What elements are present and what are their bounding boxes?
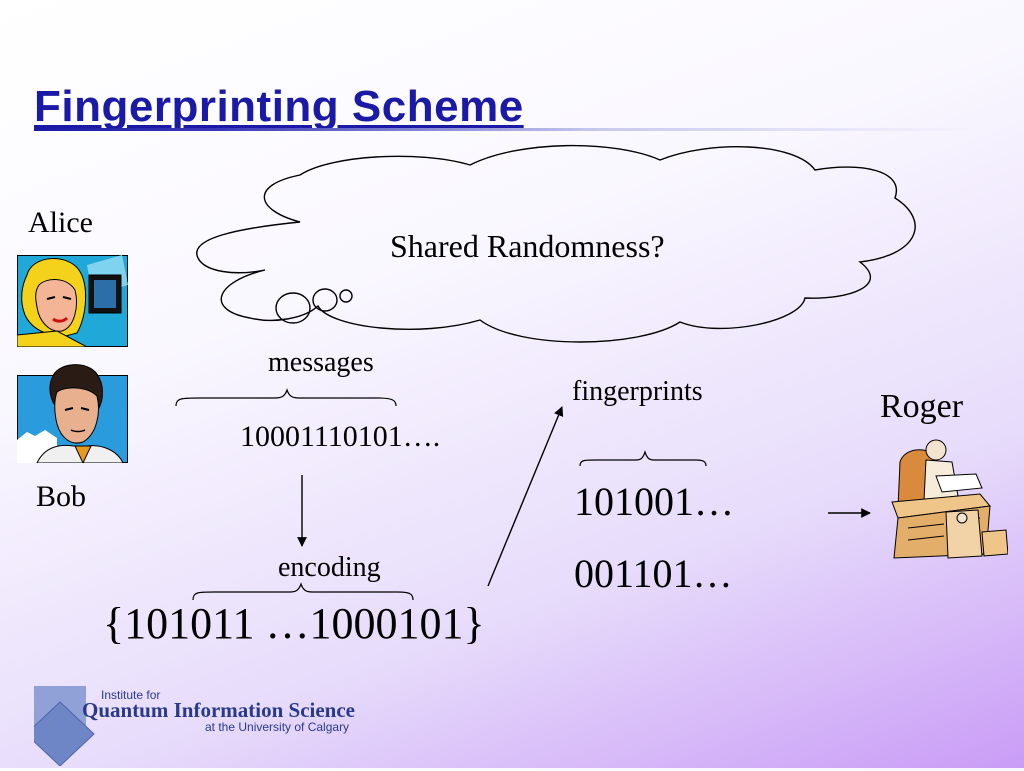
alice-label: Alice xyxy=(28,206,93,239)
roger-label: Roger xyxy=(880,388,964,425)
page-title: Fingerprinting Scheme xyxy=(34,82,524,131)
bob-clipart xyxy=(17,360,128,465)
title-rule xyxy=(34,128,979,131)
institute-logo xyxy=(25,686,104,767)
bob-label: Bob xyxy=(36,480,87,513)
roger-clipart xyxy=(886,436,1009,560)
messages-label: messages xyxy=(268,347,374,378)
fingerprints-label: fingerprints xyxy=(572,376,703,407)
logo-line-2: Quantum Information Science xyxy=(82,698,355,722)
encoding-label: encoding xyxy=(278,552,381,583)
logo-line-3: at the University of Calgary xyxy=(205,720,350,734)
encoded-set: {101011 …1000101} xyxy=(103,599,485,648)
logo-line-1: Institute for xyxy=(101,688,161,702)
fingerprint-2: 001101… xyxy=(574,551,733,596)
alice-clipart xyxy=(16,255,128,348)
cloud-text: Shared Randomness? xyxy=(390,228,665,264)
fingerprint-1: 101001… xyxy=(574,479,734,524)
message-bits: 10001110101…. xyxy=(240,420,441,453)
